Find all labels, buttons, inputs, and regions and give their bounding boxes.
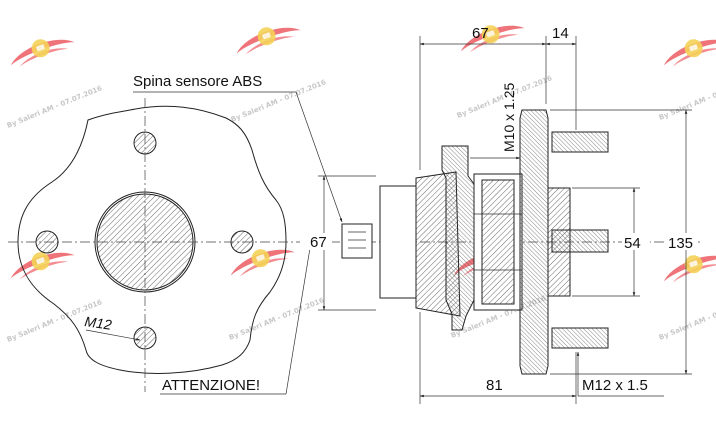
- rear-housing: [379, 185, 417, 299]
- attention-leader: [285, 247, 311, 395]
- top-flange-label: 14: [552, 25, 569, 42]
- bolt-circle-label: 135: [668, 235, 693, 252]
- stud-thread-label: M12 x 1.5: [582, 377, 648, 394]
- wheel-flange: [519, 109, 549, 375]
- watermark-logo-icon: [658, 28, 716, 70]
- watermark-text: By Saleri AM - 07.07.2016: [228, 296, 326, 342]
- knuckle-ear: [441, 145, 475, 331]
- abs-leader: [295, 91, 343, 223]
- top-width-label: 67: [472, 25, 489, 42]
- overall-length-label: 81: [486, 377, 503, 394]
- pilot-diameter-label: 54: [624, 235, 641, 252]
- wheel-studs: [551, 131, 609, 349]
- watermark-logo-icon: [5, 28, 77, 70]
- thread-axial-label: M10 x 1.25: [501, 83, 517, 152]
- front-view: M12 Spina sensore ABS ATTENZIONE!: [8, 73, 343, 395]
- watermark-text: By Saleri AM - 07.07.2016: [6, 84, 104, 130]
- bearing-rollers: [481, 179, 515, 305]
- stud-top: [551, 131, 609, 153]
- abs-sensor-label: Spina sensore ABS: [133, 73, 262, 90]
- watermark-text: By Saleri AM - 07.07.2016: [658, 296, 716, 342]
- watermark-logo-icon: [231, 16, 303, 58]
- attention-label: ATTENZIONE!: [162, 377, 260, 394]
- stud-middle: [551, 229, 609, 253]
- abs-sensor-pin: [341, 223, 373, 259]
- watermark-logo-icon: [455, 14, 527, 56]
- flange-outline: [17, 105, 287, 374]
- hub-height-left-label: 67: [310, 234, 327, 251]
- watermark-layer: By Saleri AM - 07.07.2016 By Saleri AM -…: [5, 14, 716, 344]
- watermark-text: By Saleri AM - 07.07.2016: [658, 76, 716, 122]
- m12-leader: [85, 329, 141, 341]
- thread-small-label: M12: [84, 313, 113, 333]
- stud-bottom: [551, 327, 609, 349]
- section-view: 67 14 M10 x 1.25 67 54 135 81 M12 x 1.5: [308, 25, 700, 404]
